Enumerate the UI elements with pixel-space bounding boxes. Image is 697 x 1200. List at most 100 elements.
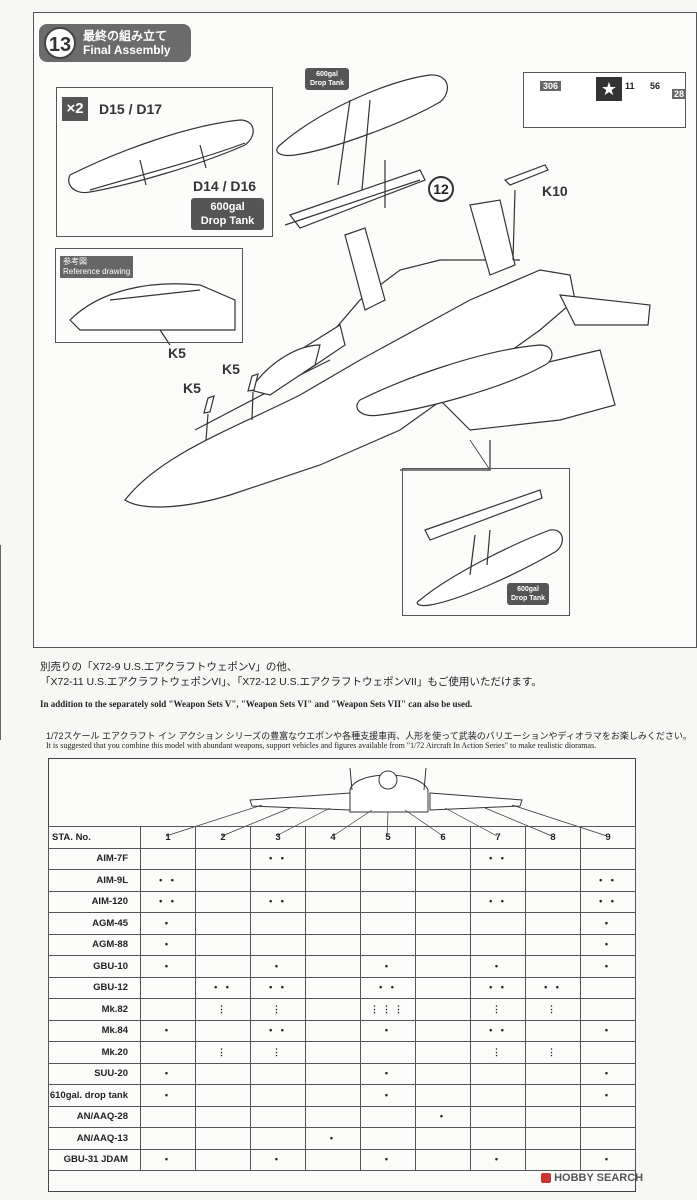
pylon-inset-box	[402, 468, 570, 616]
table-header-row: STA. No. 1 2 3 4 5 6 7 8 9	[48, 826, 636, 849]
station-cell: ⋮	[250, 998, 306, 1021]
station-cell	[305, 912, 361, 935]
station-cell	[415, 955, 471, 978]
station-cell: • •	[140, 890, 196, 913]
station-cell: •	[360, 1019, 416, 1042]
table-row: AIM-7F• •• •	[48, 847, 636, 870]
station-cell	[305, 847, 361, 870]
station-cell	[305, 955, 361, 978]
station-cell: •	[580, 1084, 636, 1107]
station-cell: •	[140, 912, 196, 935]
station-cell	[525, 1019, 581, 1042]
reference-part-label: K5	[168, 345, 186, 361]
decal-28: 28	[672, 89, 687, 99]
watermark: HOBBY SEARCH	[541, 1172, 643, 1184]
table-row: GBU-31 JDAM•••••	[48, 1148, 636, 1171]
station-cell: •	[580, 933, 636, 956]
station-cell: ⋮	[525, 998, 581, 1021]
decal-box: 306 ★ 11 56 28	[523, 72, 687, 128]
decal-306: 306	[540, 81, 562, 91]
station-header: 8	[525, 826, 581, 849]
weapon-name: AGM-88	[48, 933, 141, 956]
station-cell	[250, 869, 306, 892]
station-cell: ⋮	[525, 1041, 581, 1064]
station-cell	[415, 912, 471, 935]
station-cell	[525, 847, 581, 870]
station-cell	[525, 955, 581, 978]
reference-tag-en: Reference drawing	[63, 267, 131, 276]
station-cell: • •	[360, 976, 416, 999]
table-row: Mk.20⋮⋮⋮⋮	[48, 1041, 636, 1064]
station-cell	[415, 1084, 471, 1107]
step-header: 13 最終の組み立て Final Assembly	[39, 24, 191, 62]
station-cell	[140, 1127, 196, 1150]
station-header: 3	[250, 826, 306, 849]
station-cell	[525, 869, 581, 892]
watermark-logo-icon	[541, 1173, 551, 1184]
part-k5-a: K5	[183, 380, 201, 396]
station-cell	[195, 1127, 251, 1150]
table-row: GBU-10•••••	[48, 955, 636, 978]
weapon-name: AIM-9L	[48, 869, 141, 892]
table-header-label: STA. No.	[48, 826, 141, 849]
station-cell	[195, 890, 251, 913]
part-k10: K10	[542, 183, 568, 199]
station-cell	[140, 847, 196, 870]
weapon-name: AIM-7F	[48, 847, 141, 870]
station-cell	[580, 847, 636, 870]
top-tank-tag: 600gal Drop Tank	[305, 68, 349, 90]
station-cell: •	[250, 955, 306, 978]
station-cell: •	[580, 1148, 636, 1171]
station-cell	[305, 1019, 361, 1042]
bottom-tank-tag-line2: Drop Tank	[510, 595, 546, 602]
step-number: 13	[44, 27, 76, 59]
station-cell: •	[360, 1148, 416, 1171]
note-en-2: It is suggested that you combine this mo…	[46, 741, 597, 750]
weapon-name: 610gal. drop tank	[48, 1084, 141, 1107]
station-cell	[195, 955, 251, 978]
station-cell: •	[140, 933, 196, 956]
weapon-name: Mk.82	[48, 998, 141, 1021]
station-cell	[195, 1062, 251, 1085]
station-cell: ⋮	[195, 998, 251, 1021]
station-cell	[305, 869, 361, 892]
station-cell: • •	[250, 890, 306, 913]
table-row: AGM-88••	[48, 933, 636, 956]
station-cell	[525, 1084, 581, 1107]
station-cell	[415, 869, 471, 892]
reference-tag: 参考図 Reference drawing	[60, 256, 134, 278]
station-cell	[525, 890, 581, 913]
station-cell: ⋮	[195, 1041, 251, 1064]
station-cell	[525, 1062, 581, 1085]
station-cell: •	[305, 1127, 361, 1150]
station-header: 2	[195, 826, 251, 849]
weapon-name: AGM-45	[48, 912, 141, 935]
inset-tank-tag-line2: Drop Tank	[200, 215, 255, 227]
station-cell: • •	[470, 847, 526, 870]
station-cell	[305, 1105, 361, 1128]
station-cell	[360, 1127, 416, 1150]
step-title-jp: 最終の組み立て	[83, 29, 168, 43]
station-header: 4	[305, 826, 361, 849]
station-cell	[250, 1062, 306, 1085]
station-cell: •	[580, 1062, 636, 1085]
note-jp-3: 1/72スケール エアクラフト イン アクション シリーズの豊富なウエポンや各種…	[46, 731, 692, 741]
station-cell	[250, 933, 306, 956]
station-cell: • •	[195, 976, 251, 999]
station-cell	[195, 933, 251, 956]
weapon-name: Mk.20	[48, 1041, 141, 1064]
station-cell	[415, 933, 471, 956]
part-label-bottom: D14 / D16	[193, 178, 257, 194]
margin-mark	[0, 545, 4, 740]
station-cell	[415, 847, 471, 870]
reference-inset-box	[55, 248, 243, 343]
station-cell	[525, 1127, 581, 1150]
station-cell	[140, 976, 196, 999]
station-header: 1	[140, 826, 196, 849]
top-tank-tag-line2: Drop Tank	[309, 80, 345, 87]
station-cell	[195, 1084, 251, 1107]
bottom-tank-tag-line1: 600gal	[517, 586, 539, 593]
station-cell	[525, 1148, 581, 1171]
station-header: 5	[360, 826, 416, 849]
step-ref-12: 12	[428, 176, 454, 202]
